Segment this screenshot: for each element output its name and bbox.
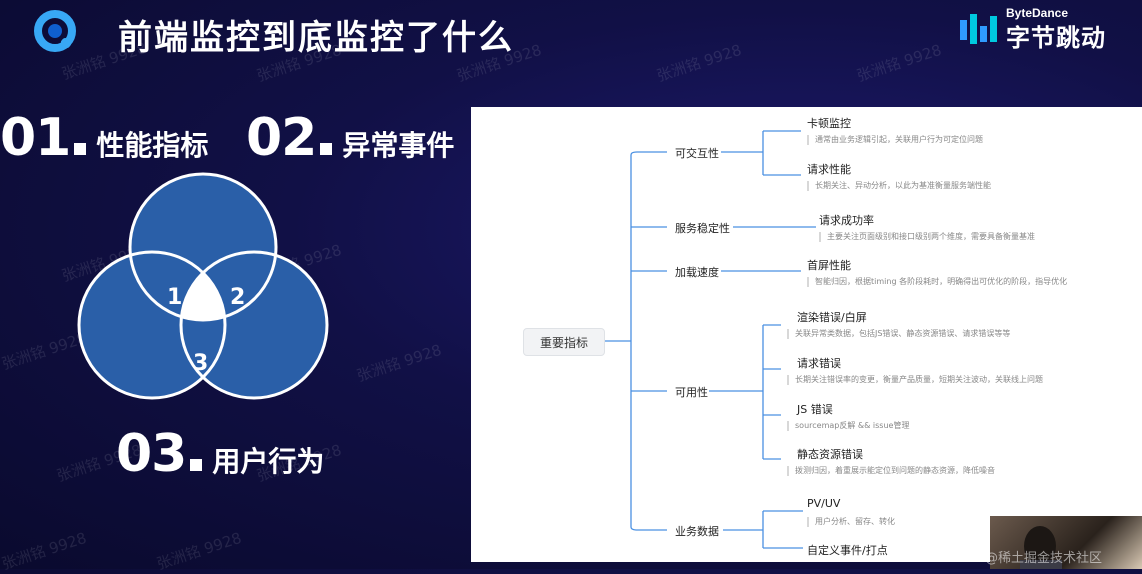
leaf-custom-event: 自定义事件/打点 (807, 544, 888, 557)
branch-loading: 加载速度 (675, 266, 719, 279)
leaf-js-error: JS 错误 (797, 403, 833, 416)
footer-watermark: @稀土掘金技术社区 (985, 551, 1103, 566)
metric-number: 01 (0, 108, 71, 168)
venn-circle-behavior (79, 252, 225, 398)
metric-dot (74, 143, 87, 155)
leaf-pv-uv: PV/UV (807, 497, 841, 510)
metric-01: 01 性能指标 (0, 108, 208, 168)
person-silhouette-icon (1020, 526, 1062, 569)
leaf-desc: 用户分析、留存、转化 (807, 517, 895, 527)
leaf-first-screen: 首屏性能 (807, 259, 851, 272)
watermark: 张洲铭 9928 (654, 40, 744, 86)
leaf-request-perf: 请求性能 (807, 163, 851, 176)
leaf-desc: 拨测归因，着重展示能定位到问题的静态资源，降低噪音 (787, 466, 995, 476)
metric-number: 03 (116, 424, 187, 484)
metric-label: 性能指标 (96, 129, 209, 162)
watermark: 张洲铭 9928 (0, 528, 89, 574)
watermark: 张洲铭 9928 (354, 340, 444, 386)
metric-dot (190, 459, 203, 471)
leaf-static-resource-error: 静态资源错误 (797, 448, 863, 461)
metric-02: 02 异常事件 (246, 108, 454, 168)
leaf-desc: 智能归因，根据timing 各阶段耗时，明确得出可优化的阶段，指导优化 (807, 277, 1067, 287)
leaf-desc: 主要关注页面级别和接口级别两个维度，需要具备衡量基准 (819, 232, 1035, 242)
venn-region-3: 3 (193, 351, 208, 376)
leaf-desc: 通常由业务逻辑引起，关联用户行为可定位问题 (807, 135, 983, 145)
metric-dot (320, 143, 333, 155)
metric-03: 03 用户行为 (116, 424, 324, 484)
venn-diagram: 1 2 3 (77, 172, 329, 400)
metric-label: 异常事件 (342, 129, 455, 162)
bytedance-bars-icon (960, 14, 997, 44)
app-logo-icon (34, 10, 76, 52)
watermark: 张洲铭 9928 (854, 40, 944, 86)
leaf-desc: 长期关注错误率的变更，衡量产品质量，短期关注波动，关联线上问题 (787, 375, 1043, 385)
venn-circle-exception (181, 252, 327, 398)
brand-name-cn: 字节跳动 (1006, 24, 1106, 52)
branch-stability: 服务稳定性 (675, 222, 730, 235)
metric-number: 02 (246, 108, 317, 168)
mindmap-connectors (603, 130, 816, 549)
presenter-camera-thumbnail (990, 516, 1142, 569)
venn-region-1: 1 (167, 285, 182, 310)
branch-availability: 可用性 (675, 386, 708, 399)
mindmap-panel: 重要指标 可交互性 服务稳定性 加载速度 可用性 业务数据 卡顿监控 通常由业务… (471, 107, 1142, 562)
leaf-request-success: 请求成功率 (819, 214, 874, 227)
branch-business: 业务数据 (675, 525, 719, 538)
watermark: 张洲铭 9928 (154, 528, 244, 574)
leaf-desc: 关联异常类数据，包括JS错误、静态资源错误、请求错误等等 (787, 329, 1010, 339)
brand-logo: ByteDance 字节跳动 (960, 6, 1120, 52)
slide-title: 前端监控到底监控了什么 (118, 18, 514, 58)
leaf-jank-monitor: 卡顿监控 (807, 117, 851, 130)
leaf-render-error: 渲染错误/白屏 (797, 311, 867, 324)
mindmap-root: 重要指标 (523, 328, 605, 356)
brand-name-en: ByteDance (1006, 6, 1069, 20)
branch-interactivity: 可交互性 (675, 147, 719, 160)
leaf-request-error: 请求错误 (797, 357, 841, 370)
venn-region-2: 2 (230, 285, 245, 310)
leaf-desc: sourcemap反解 && issue管理 (787, 421, 909, 431)
metric-label: 用户行为 (212, 445, 325, 478)
leaf-desc: 长期关注、异动分析，以此为基准衡量服务端性能 (807, 181, 991, 191)
